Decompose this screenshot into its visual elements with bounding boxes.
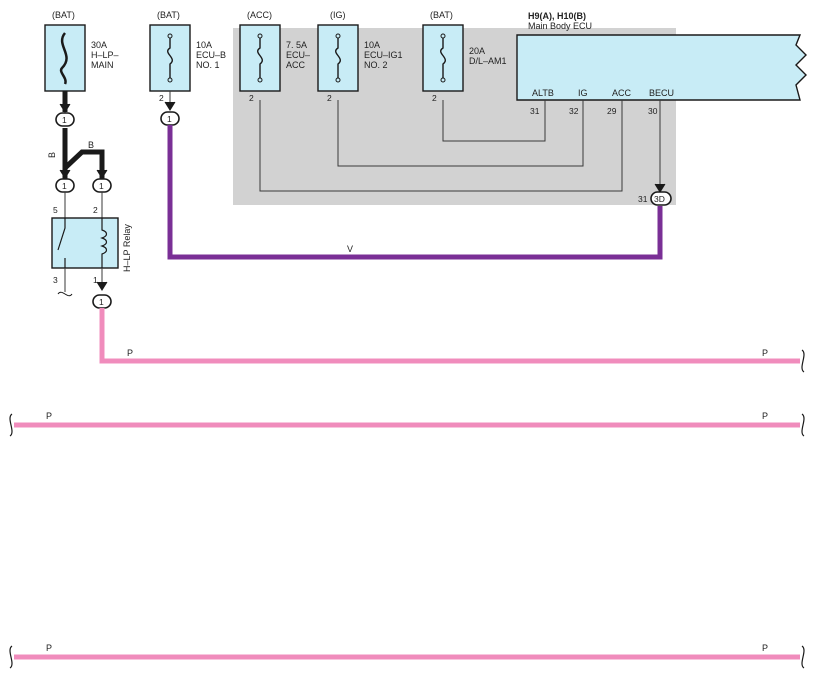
- fuse-ecub-name2: NO. 1: [196, 60, 220, 70]
- ecu-pin-becu: 30: [648, 106, 658, 116]
- fuse-ecu-ig1-pin: 2: [327, 93, 332, 103]
- wire-p-label-3b: P: [762, 643, 768, 653]
- wire-ecu-acc-to-acc: [259, 100, 623, 192]
- fuse-dl-am1-pin: 2: [432, 93, 437, 103]
- fuse-ecu-acc-source: (ACC): [247, 10, 272, 20]
- wire-p-label-1b: P: [762, 348, 768, 358]
- wire-break-icon: [57, 291, 73, 297]
- fuse-ecub-rating: 10A: [196, 40, 212, 50]
- wire-p-label-2b: P: [762, 411, 768, 421]
- fuse-ecu-acc-pin: 2: [249, 93, 254, 103]
- ecu-terminal-becu: BECU: [649, 88, 674, 98]
- fuse-ecub-box: [149, 24, 191, 92]
- connector-c3-label: 1: [62, 181, 67, 191]
- fuse-hlp-main-name2: MAIN: [91, 60, 114, 70]
- fuse-ecu-acc-name: ECU–: [286, 50, 310, 60]
- ecu-pin-altb: 31: [530, 106, 540, 116]
- relay-name: H–LP Relay: [122, 224, 132, 272]
- connector-c2-label: 1: [167, 114, 172, 124]
- fuse-ecu-ig1-box: [317, 24, 359, 92]
- wire-ecu-ig1-to-ig: [337, 100, 584, 167]
- wire-p-label-2a: P: [46, 411, 52, 421]
- wire-p-label-1a: P: [127, 348, 133, 358]
- fuse-dl-am1-box: [422, 24, 464, 92]
- arrow-hlp-main: [59, 103, 71, 113]
- ecu-title: H9(A), H10(B): [528, 11, 586, 21]
- relay-pin5: 5: [53, 205, 58, 215]
- fuse-ecub-symbol: [167, 38, 173, 78]
- fuse-ecu-acc-symbol: [257, 38, 263, 78]
- fuse-ecu-ig1-name2: NO. 2: [364, 60, 388, 70]
- connector-3d-pin: 31: [638, 194, 648, 204]
- fuse-hlp-main-symbol: [59, 32, 68, 85]
- fuse-hlp-main-source: (BAT): [52, 10, 75, 20]
- ecu-terminal-acc: ACC: [612, 88, 632, 98]
- ecu-terminal-ig: IG: [578, 88, 588, 98]
- wire-b-vertical-label: B: [47, 152, 57, 158]
- fuse-ecu-acc-box: [239, 24, 281, 92]
- ecu-pin-ig: 32: [569, 106, 579, 116]
- wire-v: [167, 125, 663, 260]
- fuse-ecu-acc-rating: 7. 5A: [286, 40, 307, 50]
- wire-v-label: V: [347, 244, 353, 254]
- fuse-dl-am1-rating: 20A: [469, 46, 485, 56]
- wire-b-horizontal: [63, 149, 105, 180]
- relay-switch-icon: [57, 218, 66, 268]
- ecu-pin-acc: 29: [607, 106, 617, 116]
- wire-break-icon: [801, 413, 805, 437]
- fuse-ecu-ig1-rating: 10A: [364, 40, 380, 50]
- wire-p-row1: [99, 308, 800, 364]
- fuse-ecub-pin: 2: [159, 93, 164, 103]
- connector-c1: [55, 112, 75, 127]
- connector-c1-label: 1: [62, 115, 67, 125]
- fuse-ecu-ig1-name: ECU–IG1: [364, 50, 403, 60]
- fuse-ecub-name: ECU–B: [196, 50, 226, 60]
- wire-break-icon: [9, 413, 13, 437]
- ecu-subtitle: Main Body ECU: [528, 21, 592, 31]
- relay-pin3: 3: [53, 275, 58, 285]
- wire-dl-am1-to-altb: [442, 100, 546, 142]
- wire-b-horizontal-label: B: [88, 140, 94, 150]
- connector-c5-label: 1: [99, 297, 104, 307]
- fuse-dl-am1-source: (BAT): [430, 10, 453, 20]
- hlp-relay-box: [51, 217, 119, 269]
- ecu-terminal-altb: ALTB: [532, 88, 554, 98]
- connector-c4-label: 1: [99, 181, 104, 191]
- fuse-hlp-main-rating: 30A: [91, 40, 107, 50]
- fuse-hlp-main-name: H–LP–: [91, 50, 119, 60]
- wire-break-icon: [801, 645, 805, 669]
- relay-coil-icon: [100, 218, 108, 268]
- connector-3d: [650, 191, 672, 206]
- wire-break-icon: [801, 349, 805, 373]
- connector-3d-label: 3D: [654, 194, 665, 204]
- fuse-ecu-ig1-symbol: [335, 38, 341, 78]
- fuse-ecu-acc-name2: ACC: [286, 60, 306, 70]
- fuse-ecub-source: (BAT): [157, 10, 180, 20]
- wire-p-label-3a: P: [46, 643, 52, 653]
- relay-pin2: 2: [93, 205, 98, 215]
- relay-pin1: 1: [93, 275, 98, 285]
- fuse-ecu-ig1-source: (IG): [330, 10, 346, 20]
- fuse-dl-am1-name: D/L–AM1: [469, 56, 507, 66]
- main-body-ecu-box: [516, 34, 807, 101]
- wire-break-icon: [9, 645, 13, 669]
- fuse-dl-am1-symbol: [440, 38, 446, 78]
